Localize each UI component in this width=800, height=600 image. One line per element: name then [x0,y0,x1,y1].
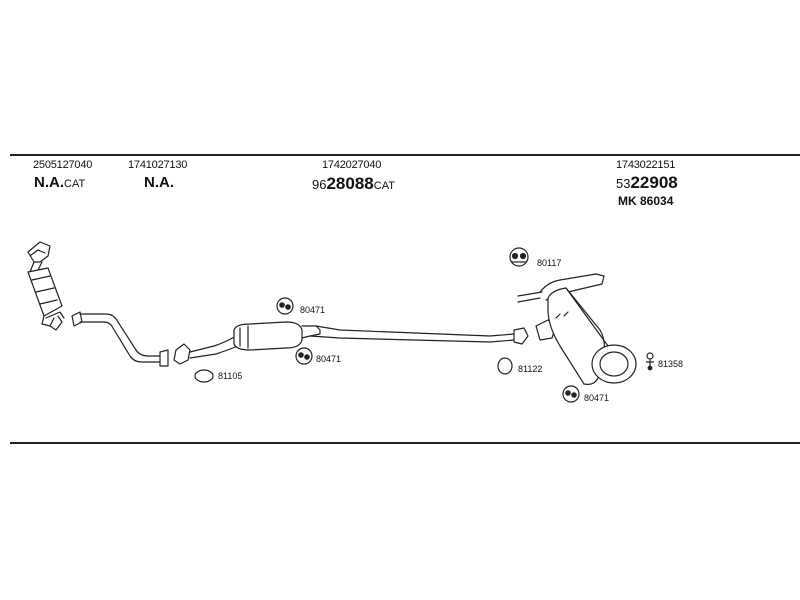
callout-80471-c: 80471 [584,393,610,403]
part-number-front-pipe: 2505127040 [33,159,93,171]
rear-silencer-drawing [517,273,637,385]
catalytic-converter-label: 9628088CAT [312,174,395,194]
catalytic-suffix: CAT [373,180,395,192]
hanger-80471a-icon [276,297,294,315]
rear-silencer-mk: MK 86034 [618,194,674,208]
catalytic-prefix: 96 [312,177,327,192]
gasket-81105-icon [194,369,214,383]
bottom-rule [10,442,800,444]
callout-81105: 81105 [218,371,243,381]
catalytic-number: 28088 [326,174,374,193]
intermediate-pipe-label: N.A. [144,174,174,191]
callout-80117: 80117 [537,258,562,268]
front-pipe-label: N.A.CAT [34,174,85,192]
rear-prefix: 53 [616,176,631,191]
part-number-intermediate-pipe: 1741027130 [128,159,188,171]
hanger-80471b-icon [295,347,313,365]
callout-81122: 81122 [518,364,543,374]
callout-80471-b: 80471 [316,354,342,364]
part-number-rear-silencer: 1743022151 [616,159,676,171]
callout-80471-a: 80471 [300,305,326,315]
clamp-81358-icon [646,352,654,371]
top-rule [10,154,800,156]
part-number-catalytic-converter: 1742027040 [322,159,382,171]
front-pipe-label-suffix: CAT [64,178,86,190]
catalytic-converter-drawing [173,321,529,365]
rear-number: 22908 [630,173,678,192]
callout-81358: 81358 [658,359,684,369]
front-pipe-catalyst [27,241,65,331]
rear-silencer-label: 5322908 [616,173,678,193]
hanger-80471c-icon [562,385,580,403]
front-pipe-label-bold: N.A. [34,174,64,191]
intermediate-pipe [71,311,169,367]
hanger-80117-icon [509,247,529,267]
gasket-81122-icon [497,357,513,375]
